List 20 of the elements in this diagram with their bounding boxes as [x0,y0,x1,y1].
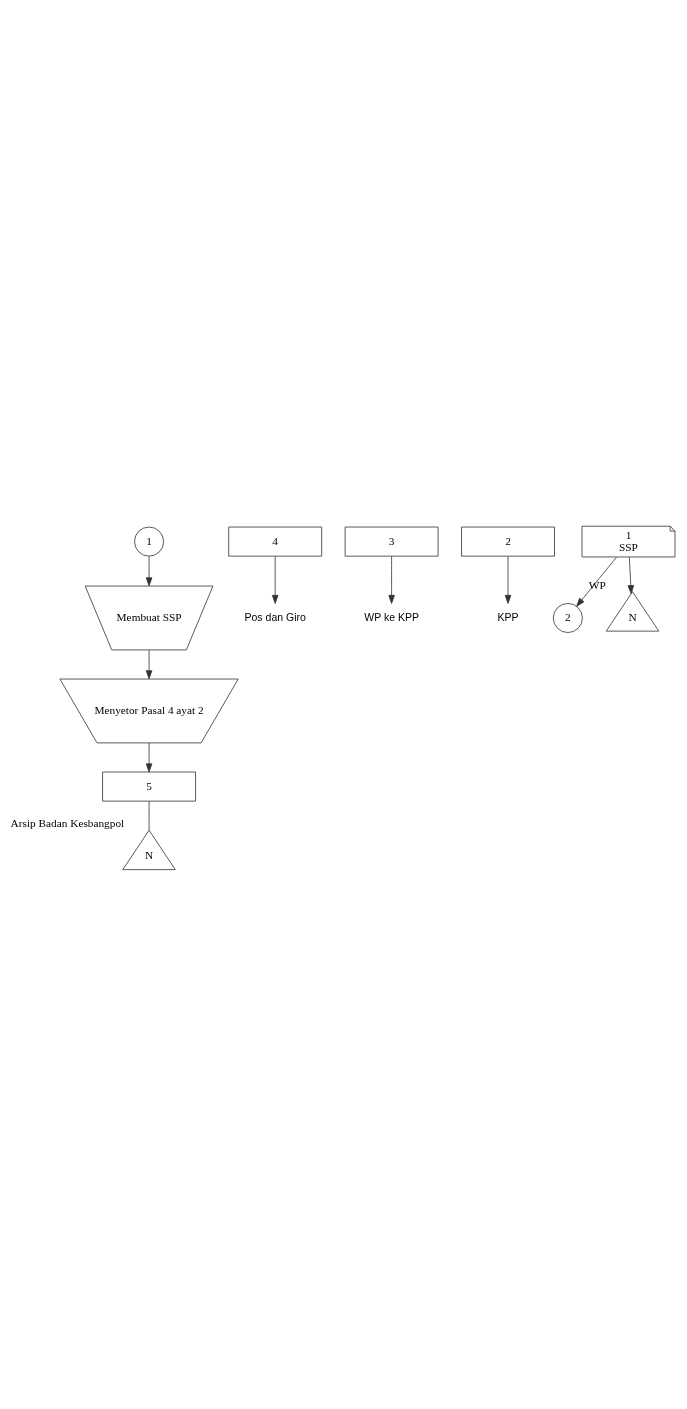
arrow [145,742,153,773]
arrow [627,556,635,594]
arrow [388,556,395,604]
node-box: 3 [344,526,439,557]
arrow [271,556,279,604]
arrow [576,556,617,607]
connector [148,800,150,831]
arrow [145,649,153,680]
node-circle: 2 [552,603,583,633]
node-text: WP ke KPP [364,610,419,623]
node-box: 5 [102,771,196,802]
node-label: Arsip Badan Kesbangpol [10,817,125,830]
node-circle: 1 [134,526,165,557]
node-text: KPP [497,610,519,623]
arrow [145,556,153,587]
node-text: Pos dan Giro [244,610,306,623]
node-box: 4 [228,526,323,557]
node-box: 2 [461,526,555,557]
arrow [504,556,512,604]
node-label: WP [588,578,606,591]
